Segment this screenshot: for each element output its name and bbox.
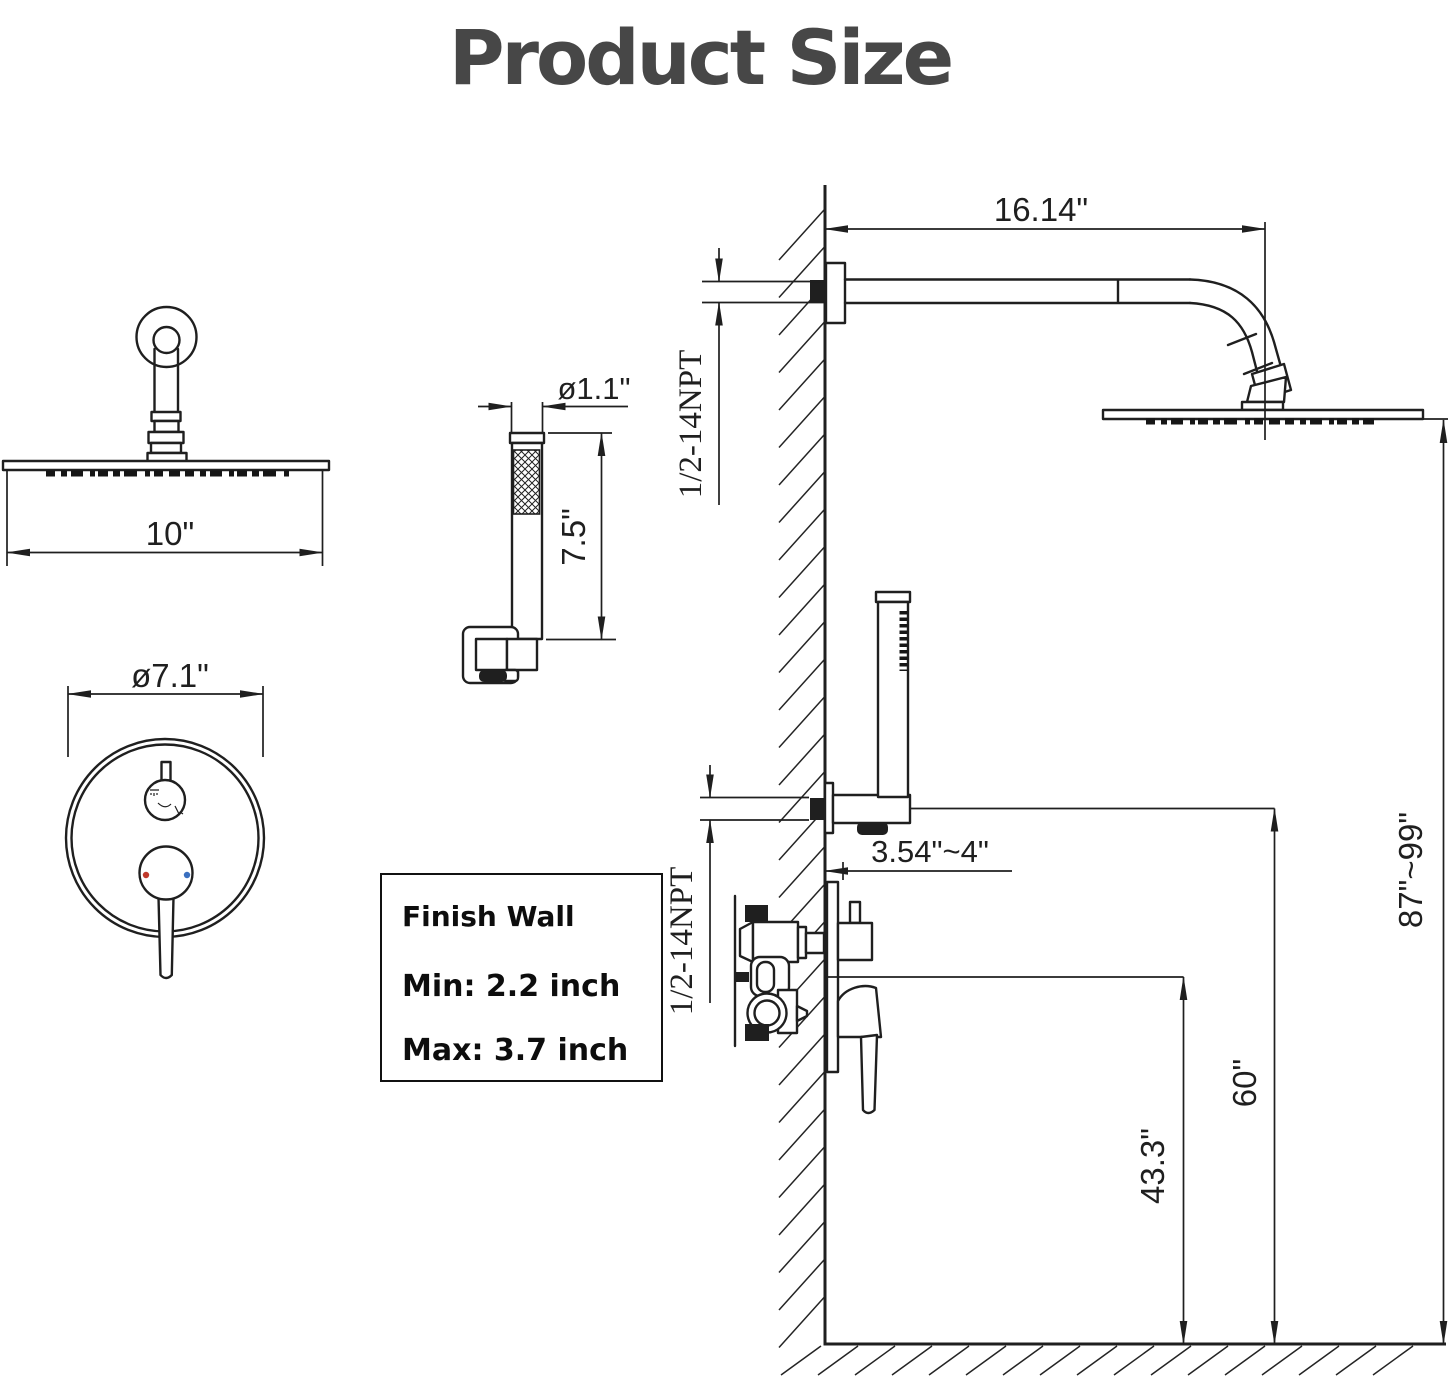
bracket-arm: [831, 793, 912, 825]
concealed-valve-side-view: [733, 880, 883, 1115]
arm-wall-flange: [824, 261, 847, 325]
dim-trim-diameter: ø7.1": [67, 657, 264, 757]
valve-nub: [795, 1004, 809, 1023]
wand-length-label: 7.5": [555, 508, 592, 566]
wand-grip-texture: [512, 449, 541, 515]
handheld-height-label: 60": [1226, 1059, 1263, 1107]
valve-bottom-port: [745, 1024, 769, 1041]
dim-valve-height: 43.3": [826, 976, 1188, 1345]
arm-tube: [843, 278, 1192, 305]
wand-diameter-label: ø1.1": [557, 371, 630, 406]
hot-indicator-dot: [142, 871, 150, 879]
arm-nut: [147, 430, 185, 445]
finish-wall-box: [380, 873, 663, 1082]
valve-thread-label: 1/2-14NPT: [664, 867, 700, 1016]
valve-height-label: 43.3": [1134, 1128, 1171, 1204]
finish-wall-min: Min: 2.2 inch: [402, 969, 620, 1004]
bracket-npt-connector: [810, 798, 825, 820]
dim-arm-thread: 1/2-14NPT: [673, 248, 824, 505]
page-title: Product Size: [449, 13, 951, 102]
shower-arm-assembly: [810, 261, 1425, 425]
wand-cap: [508, 431, 546, 445]
wall-hatch: [778, 209, 825, 1349]
arm-flange-inner-circle: [152, 325, 181, 355]
arm-thread-label: 1/2-14NPT: [673, 350, 709, 499]
finish-wall-title: Finish Wall: [402, 900, 575, 933]
lever-hub-side: [836, 984, 883, 1039]
dim-wand-diameter: ø1.1": [478, 371, 631, 432]
dim-head-width: 10": [6, 470, 324, 566]
valve-wall-stub: [804, 931, 826, 955]
rain-head-plate: [1101, 408, 1425, 421]
dim-overall-height: 87"~99": [1392, 418, 1448, 1345]
volume-knob: [138, 845, 194, 901]
valve-trim-front-view: ø7.1": [64, 657, 266, 980]
wand-cap: [874, 590, 912, 604]
bracket-inner: [474, 637, 509, 672]
overall-height-label: 87"~99": [1392, 812, 1429, 928]
arm-bend-outer: [1188, 278, 1285, 376]
finish-wall-max: Max: 3.7 inch: [402, 1033, 628, 1068]
bracket-elbow: [505, 637, 539, 672]
arm-bend-inner: [1188, 301, 1261, 381]
dim-valve-thread: 1/2-14NPT: [664, 765, 809, 1015]
valve-lever-front: [157, 895, 175, 980]
diverter-knob-side: [836, 921, 874, 962]
trim-diameter-label: ø7.1": [131, 657, 209, 694]
hose-port: [857, 822, 888, 835]
finish-wall-note: Finish Wall Min: 2.2 inch Max: 3.7 inch: [380, 873, 663, 1082]
bracket-tab: [735, 972, 749, 982]
valve-offset-label: 3.54"~4": [871, 834, 989, 869]
dim-handheld-height: 60": [910, 807, 1279, 1345]
dim-valve-offset: 3.54"~4": [824, 834, 1012, 880]
lever-arm-side: [859, 1033, 879, 1115]
diverter-mode-icons: [150, 789, 184, 815]
handheld-on-wall: [810, 590, 912, 835]
arm-tube: [153, 347, 180, 414]
head-width-label: 10": [146, 515, 194, 552]
handheld-detail-view: ø1.1" 7.5": [461, 371, 631, 685]
arm-npt-connector: [810, 280, 825, 302]
arm-flange-circle: [135, 305, 198, 369]
arm-length-label: 16.14": [994, 191, 1088, 228]
arm-bend-joints: [1226, 332, 1274, 376]
wand-body: [876, 600, 910, 799]
dim-wand-length: 7.5": [546, 432, 616, 641]
diverter-stem-side: [848, 900, 862, 925]
floor-hatch: [780, 1345, 1414, 1376]
dim-arm-length: 16.14": [824, 191, 1266, 440]
bracket-hose-port: [479, 670, 507, 682]
valve-top-port: [745, 905, 768, 922]
head-plate: [1, 459, 331, 472]
cold-indicator-dot: [183, 871, 191, 879]
showerhead-side-view: 10": [1, 305, 331, 566]
